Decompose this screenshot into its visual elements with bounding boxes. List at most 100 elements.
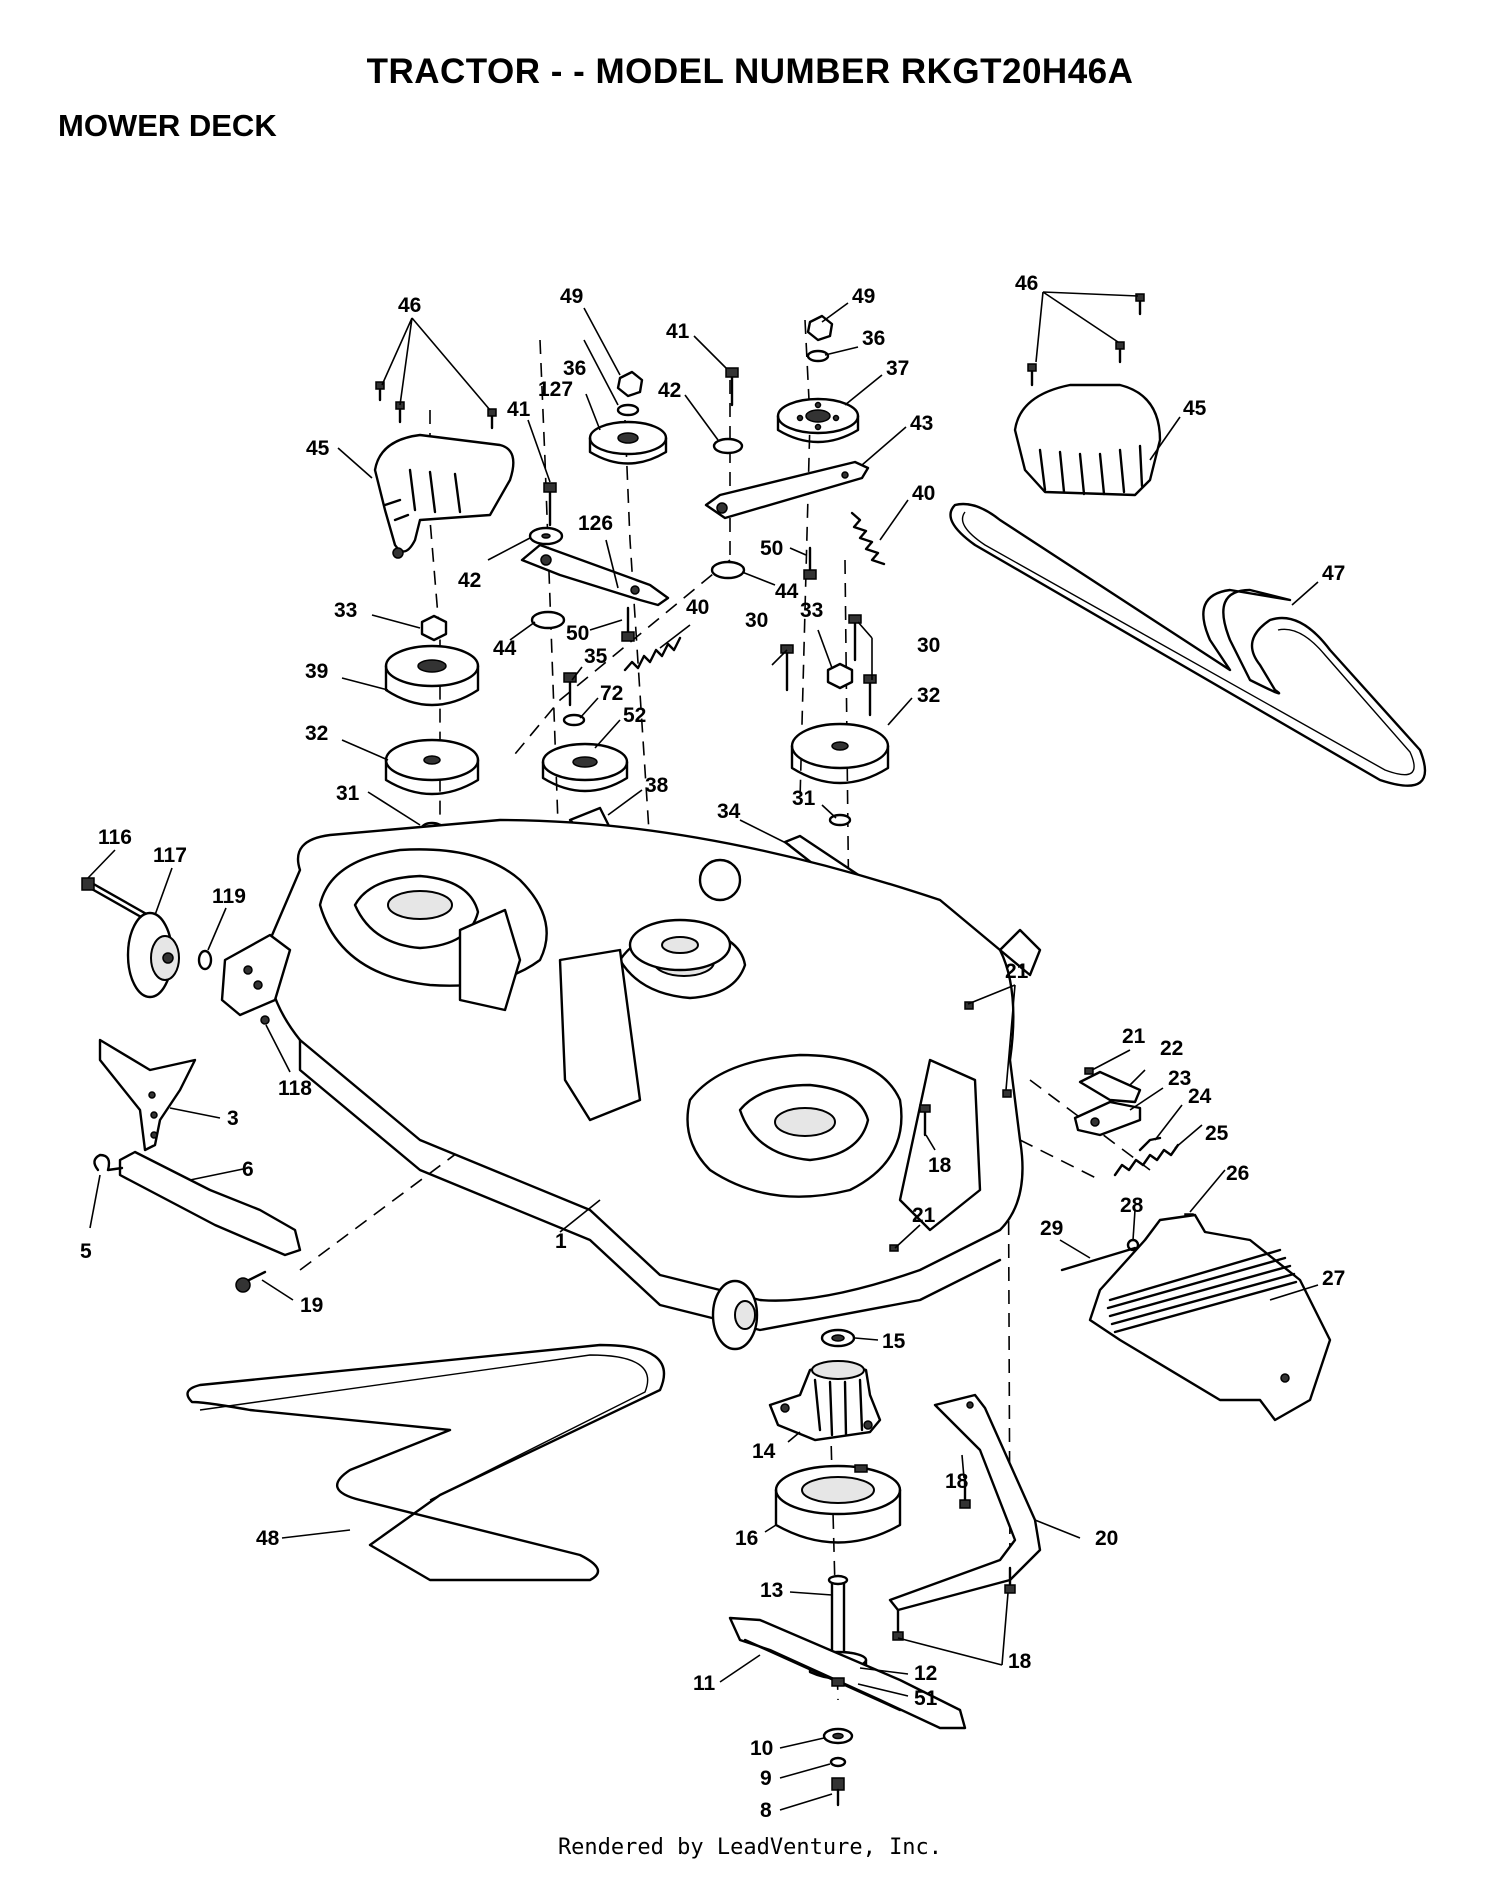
callout-29: 29: [1040, 1217, 1063, 1240]
nut-deck-top: [964, 1001, 1012, 1098]
blade-bolt: [831, 1777, 845, 1807]
spindle-housing: [768, 1360, 882, 1442]
callout-119: 119: [212, 885, 246, 908]
callout-118: 118: [278, 1077, 312, 1100]
right-belt-cover: [1013, 383, 1162, 497]
callout-50-left: 50: [566, 622, 589, 645]
callout-44-left: 44: [493, 637, 517, 660]
callout-leaders: [87, 291, 1319, 1811]
callout-50-right: 50: [760, 537, 783, 560]
idler-arm-left: [520, 543, 670, 607]
spacer-lower-left: [530, 610, 566, 630]
callout-48: 48: [256, 1527, 280, 1550]
blade: [728, 1616, 967, 1730]
callout-38: 38: [645, 774, 669, 797]
callout-9: 9: [760, 1767, 772, 1790]
callout-15: 15: [882, 1330, 906, 1353]
bearing: [820, 1328, 856, 1348]
baffle: [888, 1393, 1042, 1612]
callout-44-right: 44: [775, 580, 799, 603]
bolt-center: [563, 672, 577, 707]
spring-left: [623, 636, 682, 672]
chute-spring: [1113, 1143, 1180, 1177]
callout-6: 6: [242, 1158, 254, 1181]
hairpin-clip: [93, 1153, 124, 1172]
nut-left-spindle: [420, 614, 448, 642]
callout-18-deck: 18: [928, 1154, 952, 1177]
screw-baffle: [959, 1478, 971, 1509]
left-belt-cover: [373, 433, 515, 559]
callout-33-left: 33: [334, 599, 357, 622]
callout-72: 72: [600, 682, 623, 705]
bolt-left: [543, 482, 557, 527]
pulley-right: [790, 722, 890, 785]
double-pulley: [384, 644, 480, 707]
callout-117: 117: [153, 844, 187, 867]
idler-pulley-center: [541, 742, 629, 793]
spacer-left: [528, 526, 564, 546]
callout-34: 34: [717, 800, 741, 823]
nut-left: [616, 370, 644, 398]
deck-belt-upper: [949, 502, 1426, 787]
section-title: MOWER DECK: [58, 108, 277, 143]
callout-39: 39: [305, 660, 328, 683]
callout-21-lower: 21: [912, 1204, 936, 1227]
screws-right-cover: [1027, 293, 1145, 387]
callout-52: 52: [623, 704, 646, 727]
callout-25: 25: [1205, 1122, 1229, 1145]
callout-12: 12: [914, 1662, 937, 1685]
callout-10: 10: [750, 1737, 773, 1760]
deck-belt-lower: [186, 1343, 666, 1582]
chute-hinge: [1073, 1100, 1142, 1137]
callout-19: 19: [300, 1294, 323, 1317]
callout-11: 11: [693, 1672, 716, 1695]
footer-credit: Rendered by LeadVenture, Inc.: [557, 1835, 943, 1860]
chute-rod: [1060, 1246, 1137, 1272]
spindle-spacer: [774, 1464, 902, 1544]
spring-right: [850, 511, 886, 566]
discharge-chute: [1088, 1213, 1332, 1422]
callout-31-left: 31: [336, 782, 360, 805]
wheel-bracket: [220, 933, 292, 1017]
callout-41-left: 41: [507, 398, 531, 421]
front-hanger: [98, 1038, 197, 1152]
callout-27: 27: [1322, 1267, 1345, 1290]
callout-30-left: 30: [745, 609, 768, 632]
callout-3: 3: [227, 1107, 239, 1130]
callout-46-right: 46: [1015, 272, 1038, 295]
callout-41-right: 41: [666, 320, 690, 343]
front-link: [118, 1150, 302, 1257]
washer-left: [616, 403, 640, 417]
callout-45-left: 45: [306, 437, 330, 460]
callout-24: 24: [1188, 1085, 1212, 1108]
mower-deck: [266, 818, 1042, 1332]
callout-16: 16: [735, 1527, 758, 1550]
callout-36-left: 36: [563, 357, 586, 380]
pulley-left: [384, 738, 480, 796]
wheel-bolt: [81, 877, 152, 924]
idler-pulley-right: [776, 397, 860, 444]
callout-8: 8: [760, 1799, 772, 1822]
callout-49-right: 49: [852, 285, 875, 308]
washer-right-spindle: [828, 813, 852, 827]
callout-49-left: 49: [560, 285, 583, 308]
screw-idler-right: [803, 546, 817, 580]
callout-21-chute: 21: [1122, 1025, 1146, 1048]
nut-deck-lower: [889, 1244, 899, 1252]
callout-32-right: 32: [917, 684, 940, 707]
callout-23: 23: [1168, 1067, 1191, 1090]
callout-45-right: 45: [1183, 397, 1207, 420]
callout-35: 35: [584, 645, 608, 668]
callout-31-right: 31: [792, 787, 816, 810]
washer-right: [806, 349, 830, 363]
idler-arm-right: [704, 460, 870, 520]
wheel-nut: [197, 949, 213, 971]
callout-26: 26: [1226, 1162, 1249, 1185]
callout-5: 5: [80, 1240, 92, 1263]
nut-right: [806, 314, 834, 342]
callout-13: 13: [760, 1579, 783, 1602]
deck-rear-wheel: [711, 1279, 759, 1351]
callout-28: 28: [1120, 1194, 1144, 1217]
callout-51: 51: [914, 1687, 938, 1710]
